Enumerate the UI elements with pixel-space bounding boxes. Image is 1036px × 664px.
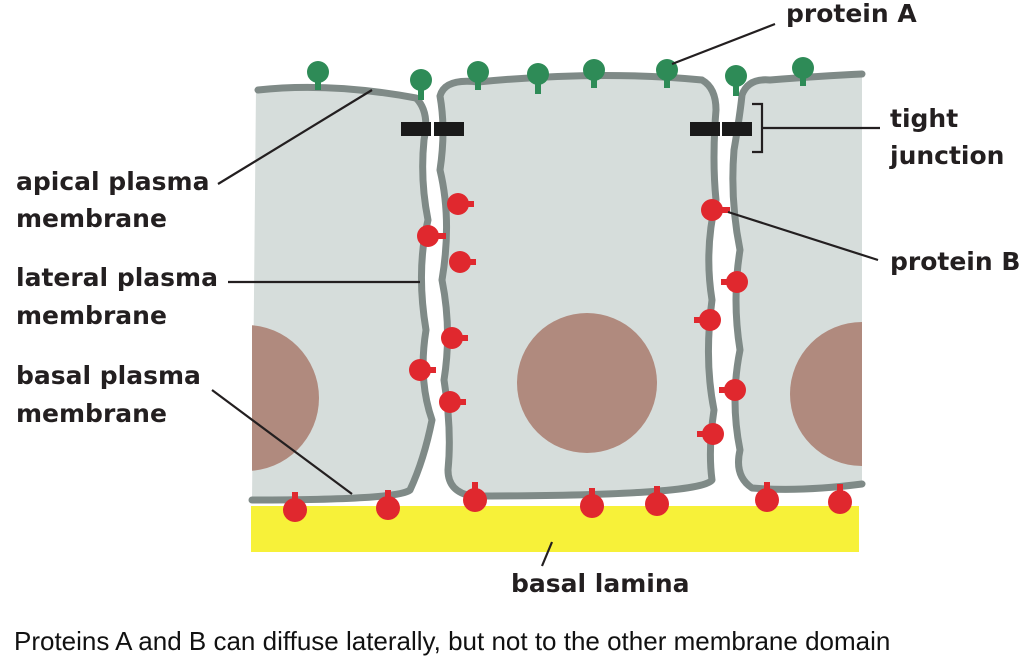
protein-a: [583, 59, 605, 88]
protein-b: [409, 359, 436, 381]
protein-b: [417, 225, 446, 247]
label-lateral-1: lateral plasma: [16, 263, 218, 292]
protein-b: [283, 492, 307, 522]
protein-b: [449, 251, 476, 273]
nucleus-middle: [517, 313, 657, 453]
protein-b: [447, 193, 474, 215]
protein-b: [719, 379, 746, 401]
caption: Proteins A and B can diffuse laterally, …: [14, 626, 890, 656]
tight-junction-left: [401, 122, 464, 136]
protein-b: [828, 484, 852, 514]
protein-b: [441, 327, 468, 349]
protein-a: [307, 61, 329, 90]
protein-b: [721, 271, 748, 293]
nucleus-left: [252, 325, 319, 471]
label-basal-1: basal plasma: [16, 361, 201, 390]
leader-protein-b: [727, 210, 879, 262]
membrane-left: [248, 83, 436, 504]
protein-b: [694, 309, 721, 331]
leader-basal: [211, 389, 353, 495]
membrane-right: [729, 70, 866, 493]
label-basal-2: membrane: [16, 399, 167, 428]
label-apical-2: membrane: [16, 204, 167, 233]
protein-a: [725, 65, 747, 96]
label-protein-b: protein B: [890, 247, 1020, 276]
leader-protein-a: [671, 22, 776, 66]
protein-b: [376, 490, 400, 520]
protein-b: [439, 391, 466, 413]
protein-b: [580, 488, 604, 518]
protein-b: [755, 482, 779, 512]
protein-b: [463, 482, 487, 512]
leader-apical: [217, 89, 373, 185]
protein-b: [645, 486, 669, 516]
protein-a: [527, 63, 549, 94]
tight-junction-right: [690, 122, 752, 136]
label-apical-1: apical plasma: [16, 167, 209, 196]
protein-b-group: [283, 193, 852, 522]
label-tight-junction-2: junction: [889, 141, 1004, 170]
cell-right: [729, 70, 866, 493]
protein-a-group: [307, 57, 814, 100]
basal-lamina: [251, 506, 859, 552]
membrane-middle: [436, 71, 720, 500]
label-tight-junction-1: tight: [890, 104, 958, 133]
label-basal-lamina: basal lamina: [511, 569, 690, 598]
protein-a: [467, 61, 489, 90]
cell-middle: [436, 71, 720, 500]
leader-basal-lamina: [540, 541, 554, 567]
cell-left: [248, 83, 436, 504]
protein-a: [410, 69, 432, 100]
protein-b: [701, 199, 730, 221]
protein-a: [792, 57, 814, 86]
protein-b: [697, 423, 724, 445]
nucleus-right: [790, 322, 862, 466]
label-lateral-2: membrane: [16, 301, 167, 330]
label-protein-a: protein A: [786, 0, 917, 28]
